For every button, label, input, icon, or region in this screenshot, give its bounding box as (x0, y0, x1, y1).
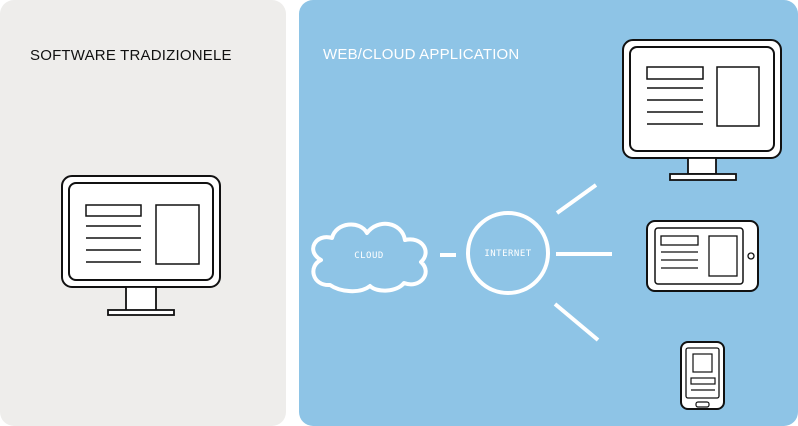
cloud-icon: CLOUD (311, 221, 428, 294)
traditional-software-title: SOFTWARE TRADIZIONELE (30, 47, 232, 64)
phone-icon (680, 341, 725, 410)
internet-hub-icon: INTERNET (466, 211, 550, 295)
cloud-label: CLOUD (354, 251, 384, 261)
desktop-monitor-icon (622, 39, 782, 181)
connector-phone (553, 302, 600, 342)
internet-label: INTERNET (484, 249, 531, 259)
web-cloud-title: WEB/CLOUD APPLICATION (323, 46, 520, 63)
desktop-monitor-icon (61, 175, 221, 316)
device-connectors (553, 183, 612, 342)
tablet-icon (646, 220, 759, 292)
connector-desktop (555, 183, 598, 215)
